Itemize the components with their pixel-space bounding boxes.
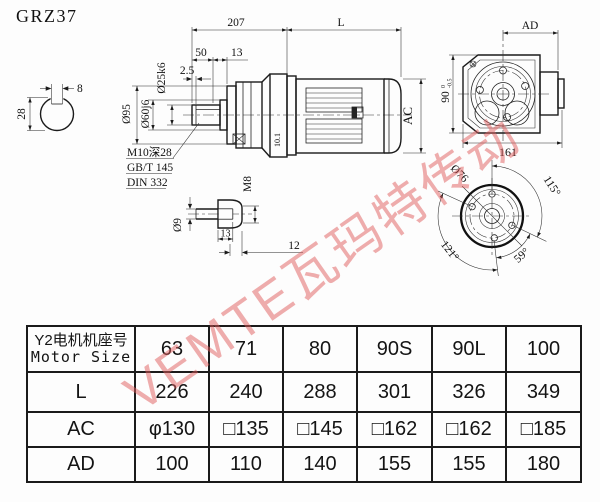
cell: 288 [282,371,358,413]
cell: 155 [356,446,433,483]
dim-shaft-diameter: 28 [16,108,28,120]
cell: 100 [134,446,210,483]
dim-ad: AD [522,20,539,32]
table-row-ac: AC φ130 □135 □145 □162 □162 □185 [26,411,582,448]
dim-m8: M8 [242,176,254,192]
note-gb-standard: GB/T 145 [127,162,173,174]
column-header: 90L [431,325,507,373]
row-label: AD [26,446,136,483]
table-row-l: L 226 240 288 301 326 349 [26,371,582,413]
dim-motor-length: L [337,17,344,29]
dim-total-length: 207 [227,17,245,29]
dim-flange-dia: Ø76 [448,163,471,186]
dim-90-tol-upper: 0 [441,85,447,88]
column-header: 100 [505,325,582,373]
cell: 226 [134,371,210,413]
table-row-ad: AD 100 110 140 155 155 180 [26,446,582,483]
dim-161: 161 [499,145,517,159]
key-detail: M8 Ø9 13 12 [172,176,303,256]
dim-key-12: 12 [288,240,300,252]
note-din-standard: DIN 332 [127,177,168,189]
cell: □162 [356,411,433,448]
column-header: 80 [282,325,358,373]
cell: φ130 [134,411,210,448]
cell: 301 [356,371,433,413]
dim-hub-dia: Ø60j6 [140,99,152,128]
cell: 110 [208,446,284,483]
header-motor-size-cn: Y2电机机座号 [34,332,128,349]
dim-10-1: 10.1 [273,133,282,147]
dim-hole-dia: Ø9 [172,218,184,232]
cell: □135 [208,411,284,448]
header-motor-size-en: Motor Size [30,348,132,366]
technical-drawing: 8 28 [16,17,565,277]
note-tap-hole: M10深28 [127,145,172,159]
column-header: 63 [134,325,210,373]
header-motor-size: Y2电机机座号 Motor Size [26,325,136,373]
dim-13: 13 [231,47,243,59]
dim-angle-59: 59° [512,246,532,266]
row-label: L [26,371,136,413]
dim-90-tol-lower: -0.5 [448,79,454,89]
column-header: 90S [356,325,433,373]
shaft-cross-section: 8 28 [16,83,83,132]
dim-90: 90 [440,91,452,103]
top-view: AD 90 0 -0.5 161 [440,20,565,159]
dim-key-width: 8 [77,83,83,95]
dim-50: 50 [195,47,207,59]
flange-view: Ø76 115° 121° 59° [437,160,563,277]
cell: 349 [505,371,582,413]
dim-pilot-dia: Ø95 [121,104,133,124]
cell: 240 [208,371,284,413]
cell: 180 [505,446,582,483]
front-view: 207 L 50 13 2.5 Ø25k6 Ø95 [121,17,426,189]
cell: □145 [282,411,358,448]
table-header-row: Y2电机机座号 Motor Size 63 71 80 90S 90L 100 [26,325,582,373]
dim-motor-height-ac: AC [400,107,415,125]
dim-shaft-dia: Ø25k6 [156,62,168,94]
dim-2-5: 2.5 [180,65,195,77]
cell: 155 [431,446,507,483]
cell: 140 [282,446,358,483]
motor-size-table: Y2电机机座号 Motor Size 63 71 80 90S 90L 100 … [26,325,582,483]
page-title: GRZ37 [16,6,78,26]
dim-angle-115: 115° [541,174,563,199]
column-header: 71 [208,325,284,373]
cell: 326 [431,371,507,413]
dim-key-13: 13 [221,229,231,240]
cell: □162 [431,411,507,448]
dim-angle-121: 121° [438,239,461,264]
row-label: AC [26,411,136,448]
cell: □185 [505,411,582,448]
